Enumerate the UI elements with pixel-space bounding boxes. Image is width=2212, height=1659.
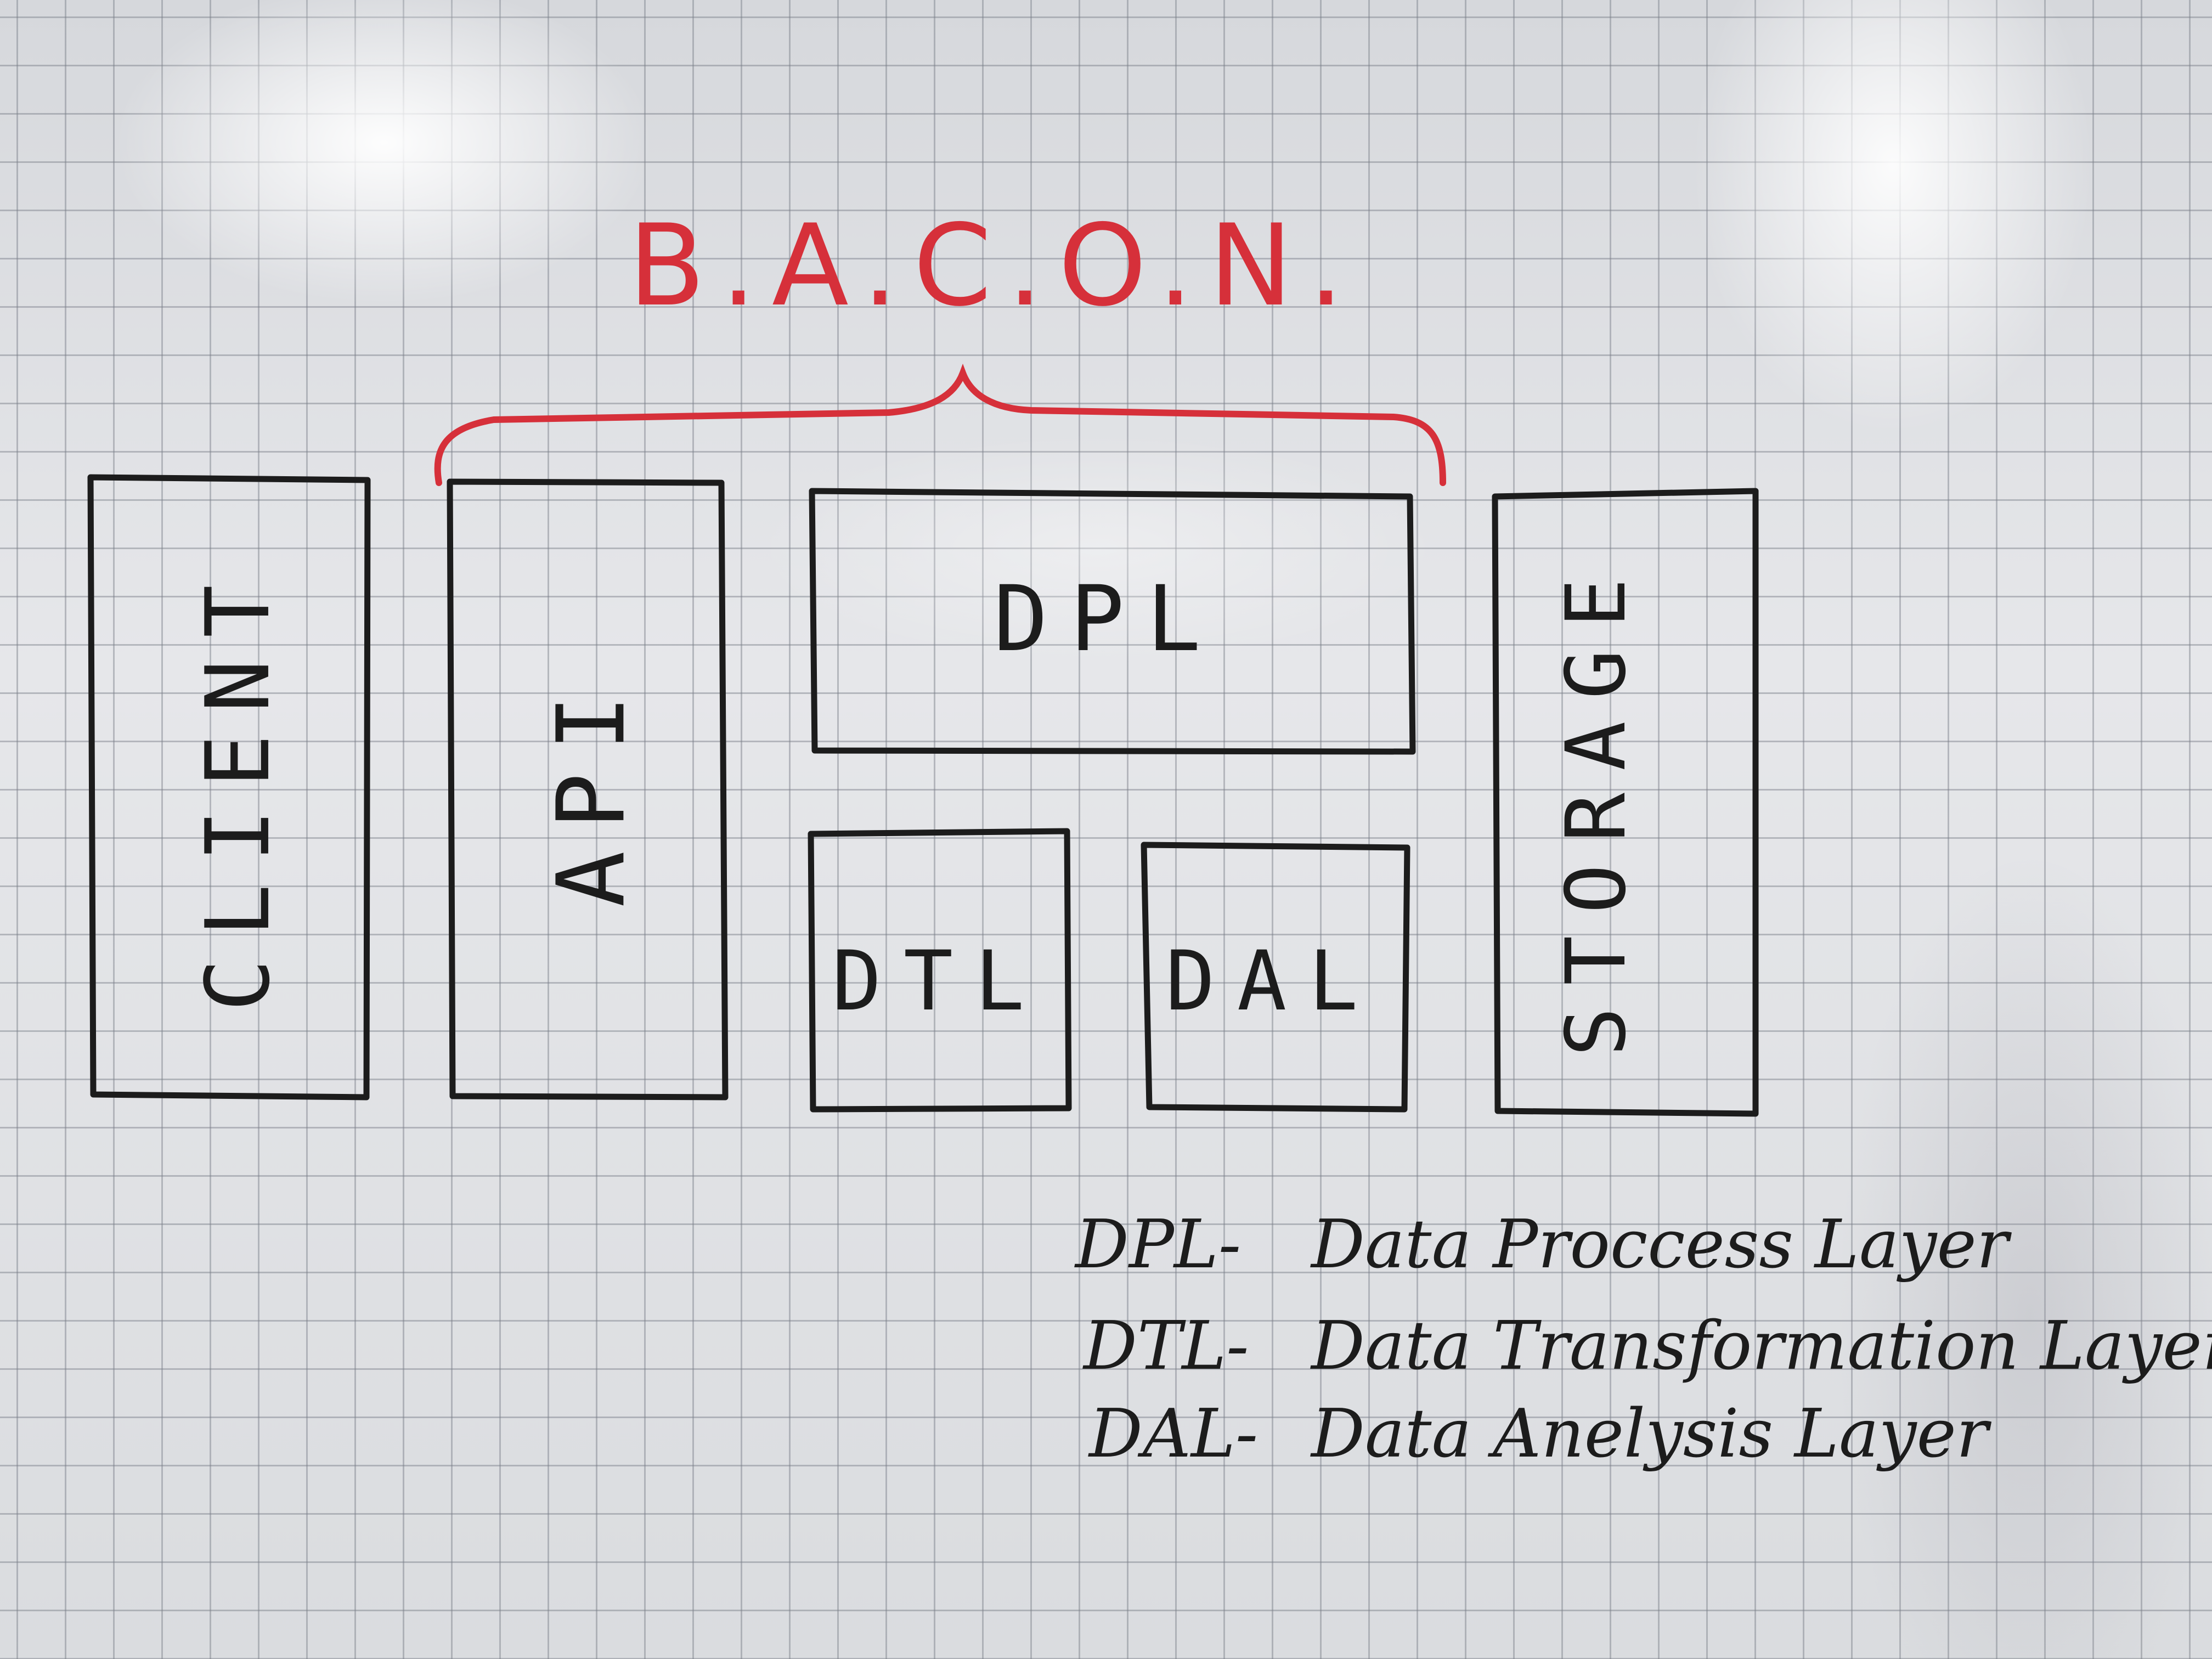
dpl-label: DPL — [994, 566, 1223, 672]
legend: DPL- Data Proccess Layer DTL- Data Trans… — [1074, 1205, 2212, 1472]
dal-label: DAL — [1166, 934, 1380, 1029]
legend-row-dal: DAL- Data Anelysis Layer — [1088, 1395, 1992, 1472]
legend-text-dpl: Data Proccess Layer — [1310, 1205, 2012, 1283]
client-label: CLIENT — [187, 563, 289, 1012]
legend-text-dtl: Data Transformation Layer- — [1310, 1307, 2212, 1385]
dtl-label: DTL — [832, 934, 1047, 1029]
legend-row-dtl: DTL- Data Transformation Layer- — [1082, 1307, 2212, 1385]
diagram-title: B.A.C.O.N. — [628, 201, 1359, 331]
client-box: CLIENT — [87, 474, 371, 1101]
legend-abbr-dal: DAL- — [1088, 1395, 1258, 1472]
legend-abbr-dtl: DTL- — [1082, 1307, 1249, 1385]
bacon-brace — [434, 363, 1446, 486]
api-label: API — [537, 673, 646, 907]
storage-label: STORAGE — [1549, 556, 1644, 1057]
storage-box: STORAGE — [1492, 488, 1759, 1117]
legend-row-dpl: DPL- Data Proccess Layer — [1074, 1205, 2012, 1283]
dtl-box: DTL — [808, 828, 1072, 1113]
legend-text-dal: Data Anelysis Layer — [1310, 1395, 1992, 1472]
legend-abbr-dpl: DPL- — [1074, 1205, 1241, 1283]
api-box: API — [447, 478, 729, 1101]
dal-box: DAL — [1141, 842, 1410, 1113]
dpl-box: DPL — [809, 488, 1416, 755]
